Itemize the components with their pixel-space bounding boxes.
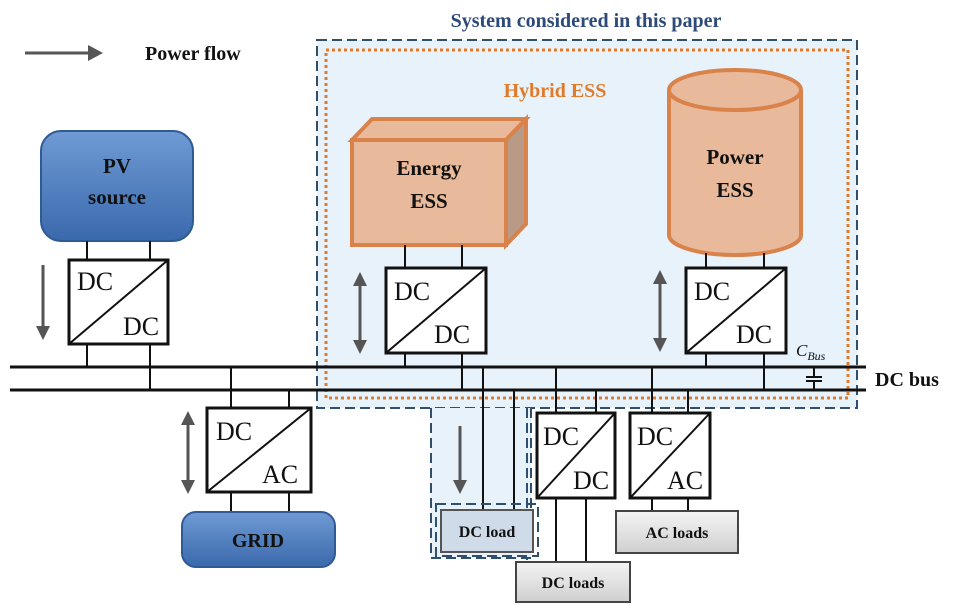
legend-arrowhead-icon: [88, 45, 103, 61]
system-title: System considered in this paper: [451, 10, 722, 32]
dc-loads-label: DC loads: [542, 575, 605, 592]
grid-conv-top: DC: [216, 417, 252, 446]
acloads-conv-top: DC: [637, 422, 673, 451]
power-flow-legend: Power flow: [25, 43, 241, 65]
ac-loads-box: [615, 510, 739, 554]
pv-source-box: [40, 130, 194, 242]
energy-conv-top: DC: [394, 277, 430, 306]
capacitor-label: CBus: [796, 341, 826, 363]
pv-conv-top: DC: [77, 267, 113, 296]
energy-dcdc-converter: DC DC: [384, 266, 488, 355]
pv-conv-bottom: DC: [123, 312, 159, 341]
hybrid-ess-label: Hybrid ESS: [504, 80, 607, 102]
pv-label-line1: PV: [103, 154, 131, 178]
grid-conv-bottom: AC: [262, 460, 298, 489]
power-dcdc-converter: DC DC: [684, 266, 788, 355]
acloads-dcac-converter: DC AC: [628, 411, 712, 500]
dc-load-box: [440, 509, 534, 553]
dc-bus-label: DC bus: [875, 369, 939, 391]
grid-dcac-converter: DC AC: [205, 406, 313, 494]
power-conv-bottom: DC: [736, 320, 772, 349]
power-ess-line1: Power: [706, 145, 763, 169]
energy-ess-block: Energy ESS: [347, 114, 531, 250]
hybrid-ess-region: [324, 48, 850, 400]
dc-load-region-border: [435, 503, 539, 557]
dcloads-conv-bottom: DC: [573, 466, 609, 495]
energy-conv-bottom: DC: [434, 320, 470, 349]
power-conv-top: DC: [694, 277, 730, 306]
dcloads-dcdc-converter: DC DC: [535, 411, 617, 500]
ac-loads-label: AC loads: [646, 525, 709, 542]
power-ess-cylinder: Power ESS: [667, 68, 803, 257]
pv-dcdc-converter: DC DC: [67, 258, 170, 346]
dcloads-conv-top: DC: [543, 422, 579, 451]
power-flow-label: Power flow: [145, 43, 241, 65]
dc-loads-box: [515, 561, 631, 603]
energy-ess-line1: Energy: [396, 156, 462, 180]
pv-label-line2: source: [88, 185, 146, 209]
acloads-conv-bottom: AC: [667, 466, 703, 495]
energy-ess-line2: ESS: [410, 189, 447, 213]
dc-load-label: DC load: [459, 524, 516, 541]
grid-label: GRID: [232, 530, 284, 552]
grid-box: [181, 511, 336, 568]
power-ess-line2: ESS: [716, 178, 753, 202]
bus-capacitor: CBus: [796, 341, 826, 390]
